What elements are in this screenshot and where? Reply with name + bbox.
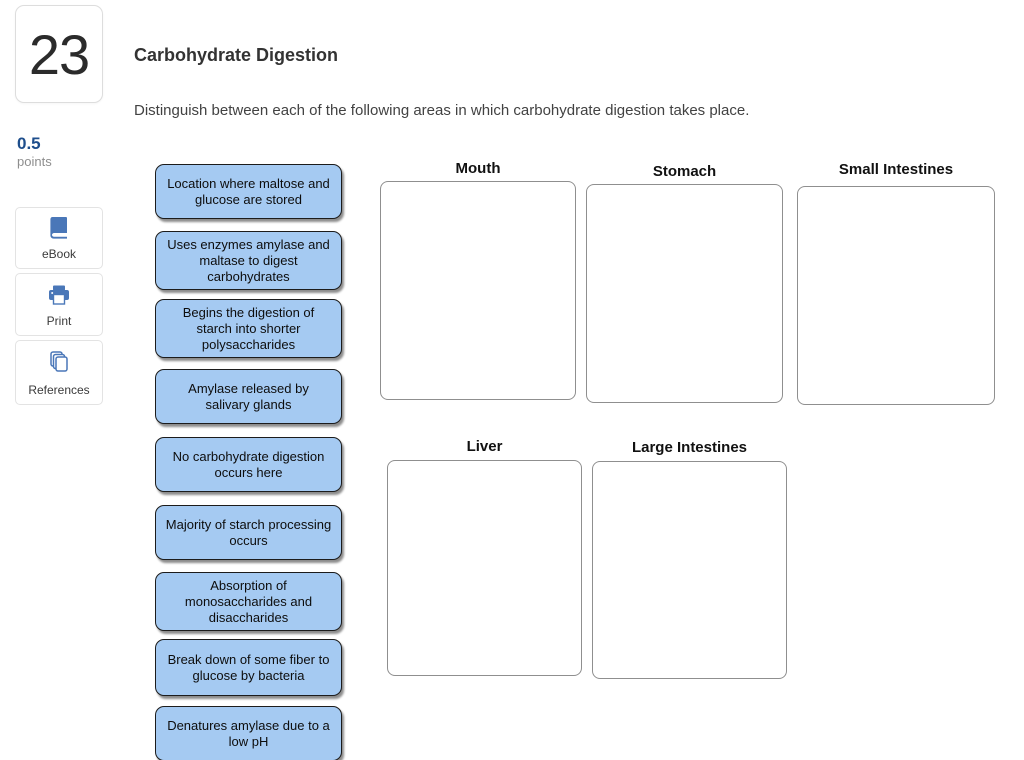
drop-zone-mouth: Mouth [380,161,576,400]
instruction-text: Distinguish between each of the followin… [134,102,750,119]
drop-zone-label: Small Intestines [838,161,954,178]
drop-zone-label: Liver [466,438,503,455]
drag-chip[interactable]: Absorption of monosaccharides and disacc… [155,572,342,631]
drop-zone-stomach: Stomach [586,164,783,403]
pages-icon [45,349,73,380]
drop-zone-label: Stomach [652,163,717,180]
references-button[interactable]: References [15,340,103,405]
printer-icon [46,282,72,311]
drop-zone-large-intestines: Large Intestines [592,440,787,679]
drag-chip[interactable]: Denatures amylase due to a low pH [155,706,342,760]
drag-chip[interactable]: Begins the digestion of starch into shor… [155,299,342,358]
drop-zone-target-large-intestines[interactable] [592,461,787,679]
drag-chip[interactable]: Amylase released by salivary glands [155,369,342,424]
drop-zone-liver: Liver [387,439,582,676]
drop-zone-small-intestines: Small Intestines [797,162,995,405]
drop-zone-label: Mouth [455,160,501,177]
drag-chip[interactable]: No carbohydrate digestion occurs here [155,437,342,492]
points-display: 0.5 points [17,134,52,170]
drop-zone-target-liver[interactable] [387,460,582,676]
drag-chip[interactable]: Break down of some fiber to glucose by b… [155,639,342,696]
ebook-button-label: eBook [41,247,77,261]
ebook-button[interactable]: eBook [15,207,103,269]
print-button[interactable]: Print [15,273,103,336]
drag-chip[interactable]: Majority of starch processing occurs [155,505,342,560]
drop-zone-target-mouth[interactable] [380,181,576,400]
drop-zone-label: Large Intestines [631,439,748,456]
page-title: Carbohydrate Digestion [134,45,339,65]
question-number: 23 [28,22,90,86]
drop-zone-target-stomach[interactable] [586,184,783,403]
print-button-label: Print [46,313,72,328]
drag-chip[interactable]: Uses enzymes amylase and maltase to dige… [155,231,342,290]
points-value: 0.5 [17,134,41,153]
drop-zone-target-small-intestines[interactable] [797,186,995,405]
book-icon [46,215,72,244]
question-number-box: 23 [15,5,103,103]
references-button-label: References [28,382,90,397]
points-label: points [17,154,52,169]
drag-chip[interactable]: Location where maltose and glucose are s… [155,164,342,219]
